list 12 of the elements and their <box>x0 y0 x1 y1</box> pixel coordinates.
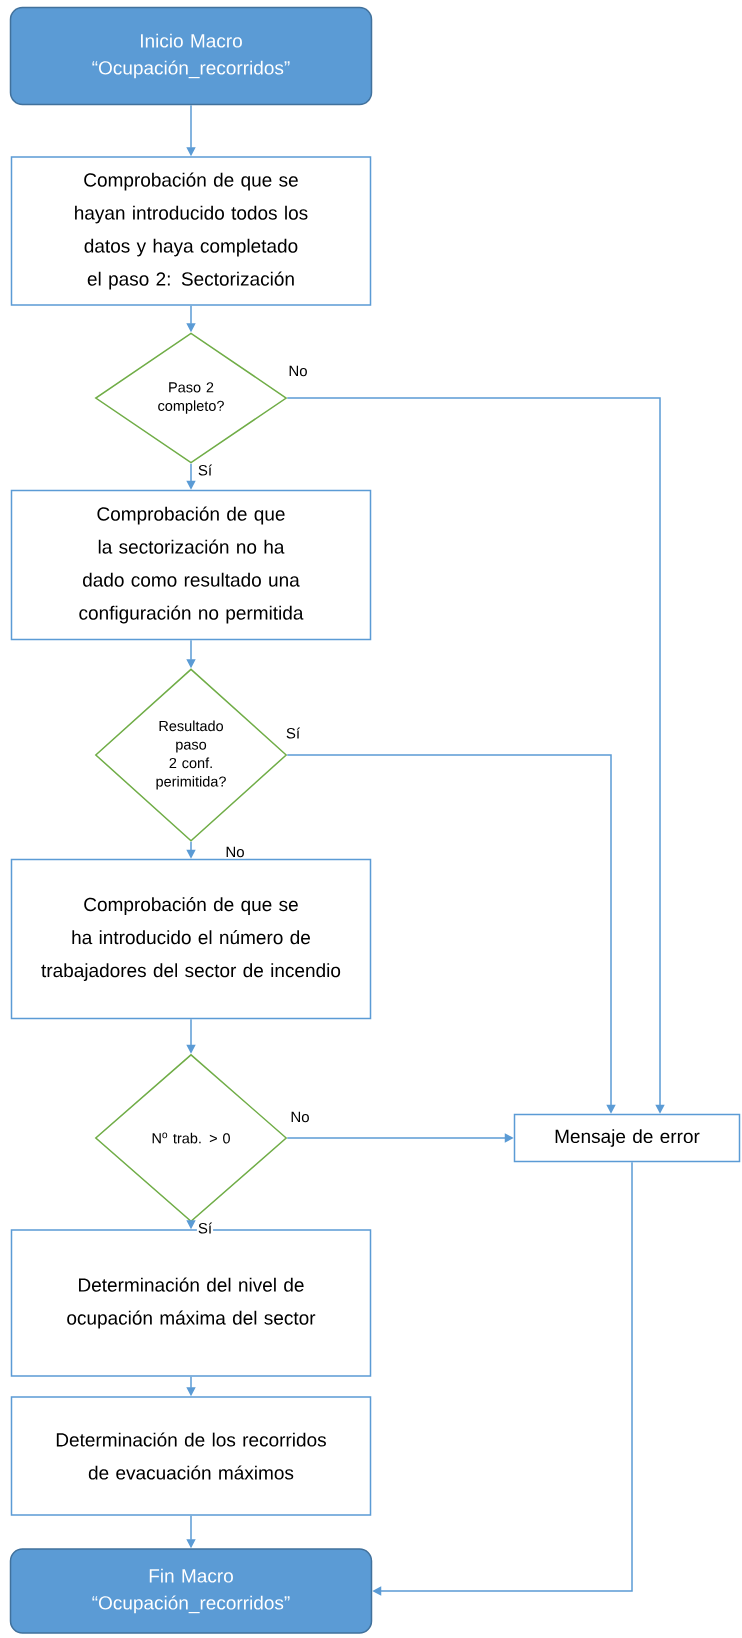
edge-label: No <box>224 845 246 859</box>
edge-label: No <box>289 1110 311 1124</box>
edge-label: Sí <box>196 1221 214 1235</box>
process-box: Determinación de los recorridos de evacuación máximos <box>10 1396 372 1516</box>
process-box: Comprobación de que se hayan introducido todos los datos y haya completado el paso 2: Sectorización <box>10 156 372 306</box>
process-box: Comprobación de que la sectorización no ha dado como resultado una configuración no permitida <box>10 489 372 641</box>
process-box: Mensaje de error <box>513 1113 741 1163</box>
terminal-box: Fin Macro “Ocupación_recorridos” <box>9 1548 373 1634</box>
edge-label: Sí <box>196 463 214 477</box>
process-box: Comprobación de que se ha introducido el número de trabajadores del sector de incendio <box>10 858 372 1020</box>
edge-label: No <box>287 364 309 378</box>
terminal-box: Inicio Macro “Ocupación_recorridos” <box>9 6 373 106</box>
